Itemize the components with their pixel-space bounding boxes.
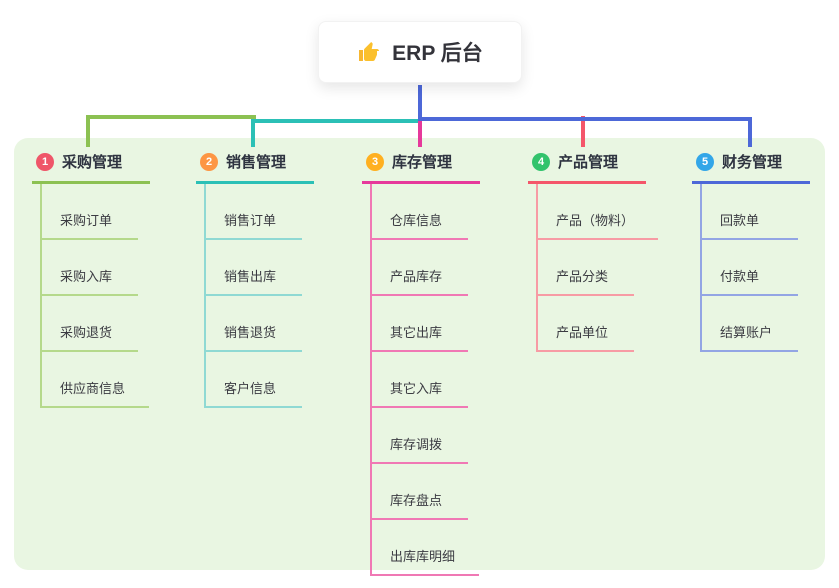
branch-item[interactable]: 采购入库 [42, 240, 138, 296]
branch-item[interactable]: 库存调拨 [372, 408, 468, 464]
branch-items: 采购订单 采购入库 采购退货 供应商信息 [40, 184, 150, 408]
branch-item[interactable]: 采购退货 [42, 296, 138, 352]
branch-item[interactable]: 付款单 [702, 240, 798, 296]
branch-item[interactable]: 产品单位 [538, 296, 634, 352]
branch-number-badge: 4 [532, 152, 550, 171]
branch-item[interactable]: 出库库明细 [372, 520, 480, 576]
branch-label: 库存管理 [392, 154, 453, 171]
root-label: ERP 后台 [392, 42, 483, 65]
branch-number-badge: 1 [36, 152, 54, 171]
branch-items: 仓库信息 产品库存 其它出库 其它入库 库存调拨 库存盘点 出库库明细 [370, 184, 480, 576]
branch-item[interactable]: 供应商信息 [42, 352, 150, 408]
branch-item[interactable]: 采购订单 [42, 184, 138, 240]
branch-column-inventory: 3 库存管理 仓库信息 产品库存 其它出库 其它入库 库存调拨 库存盘点 出库库… [362, 146, 480, 576]
branch-header-purchase[interactable]: 1 采购管理 [32, 146, 150, 184]
mindmap-panel [14, 138, 825, 570]
branch-number-badge: 2 [200, 152, 218, 171]
branch-item[interactable]: 产品分类 [538, 240, 634, 296]
branch-item[interactable]: 其它入库 [372, 352, 468, 408]
branch-column-finance: 5 财务管理 回款单 付款单 结算账户 [692, 146, 810, 352]
branch-item[interactable]: 客户信息 [206, 352, 302, 408]
branch-label: 财务管理 [722, 154, 783, 171]
branch-label: 采购管理 [62, 154, 123, 171]
branch-label: 销售管理 [226, 154, 287, 171]
branch-item[interactable]: 结算账户 [702, 296, 798, 352]
branch-column-product: 4 产品管理 产品（物料） 产品分类 产品单位 [528, 146, 659, 352]
branch-column-purchase: 1 采购管理 采购订单 采购入库 采购退货 供应商信息 [32, 146, 150, 408]
branch-header-inventory[interactable]: 3 库存管理 [362, 146, 480, 184]
branch-label: 产品管理 [558, 154, 619, 171]
branch-items: 产品（物料） 产品分类 产品单位 [536, 184, 659, 352]
branch-number-badge: 3 [366, 152, 384, 171]
branch-header-finance[interactable]: 5 财务管理 [692, 146, 810, 184]
branch-item[interactable]: 库存盘点 [372, 464, 468, 520]
root-node[interactable]: ERP 后台 [318, 21, 522, 83]
branch-items: 回款单 付款单 结算账户 [700, 184, 810, 352]
branch-column-sales: 2 销售管理 销售订单 销售出库 销售退货 客户信息 [196, 146, 314, 408]
branch-header-product[interactable]: 4 产品管理 [528, 146, 646, 184]
branch-item[interactable]: 销售退货 [206, 296, 302, 352]
branch-items: 销售订单 销售出库 销售退货 客户信息 [204, 184, 314, 408]
branch-item[interactable]: 仓库信息 [372, 184, 468, 240]
branch-item[interactable]: 其它出库 [372, 296, 468, 352]
branch-item[interactable]: 产品库存 [372, 240, 468, 296]
branch-item[interactable]: 销售订单 [206, 184, 302, 240]
branch-number-badge: 5 [696, 152, 714, 171]
branch-item[interactable]: 产品（物料） [538, 184, 659, 240]
branch-item[interactable]: 回款单 [702, 184, 798, 240]
branch-item[interactable]: 销售出库 [206, 240, 302, 296]
thumbs-up-icon [357, 40, 381, 64]
branch-header-sales[interactable]: 2 销售管理 [196, 146, 314, 184]
